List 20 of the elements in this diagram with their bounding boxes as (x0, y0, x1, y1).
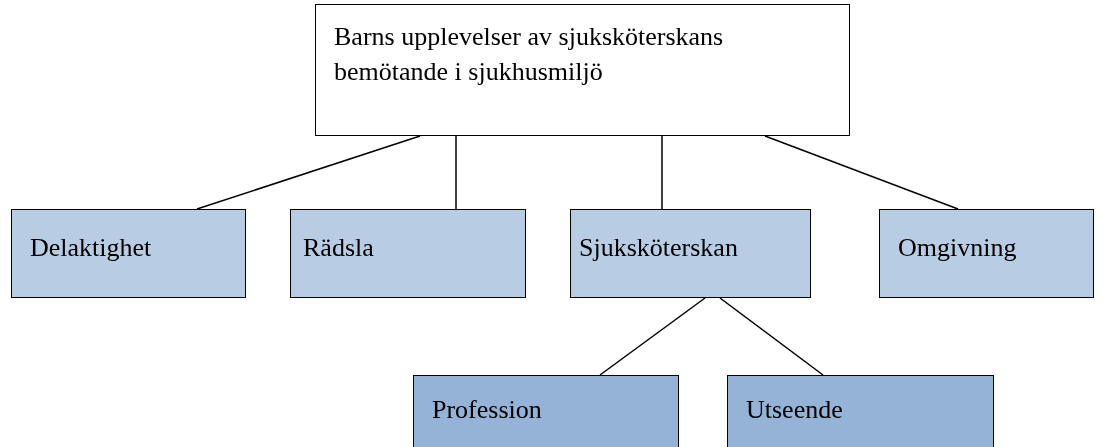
connector-line (599, 297, 706, 376)
box-label: Omgivning (898, 232, 1018, 264)
topic-box (11, 209, 246, 298)
box-label: Rädsla (303, 232, 375, 264)
topic-box (727, 375, 994, 447)
connector-line (661, 135, 663, 210)
topic-box (413, 375, 679, 447)
box-label: Barns upplevelser av sjuksköterskans bemötande i sjukhusmiljö (334, 21, 725, 89)
box-label: Sjuksköterskan (579, 232, 739, 264)
topic-box (315, 4, 850, 136)
box-label: Profession (432, 394, 543, 426)
connector-line (719, 297, 824, 376)
topic-box (290, 209, 526, 298)
topic-box (570, 209, 811, 298)
topic-box (879, 209, 1094, 298)
connector-line (196, 135, 421, 210)
box-label: Utseende (746, 394, 844, 426)
connector-line (764, 135, 959, 210)
box-label: Delaktighet (30, 232, 153, 264)
connector-line (455, 135, 457, 210)
